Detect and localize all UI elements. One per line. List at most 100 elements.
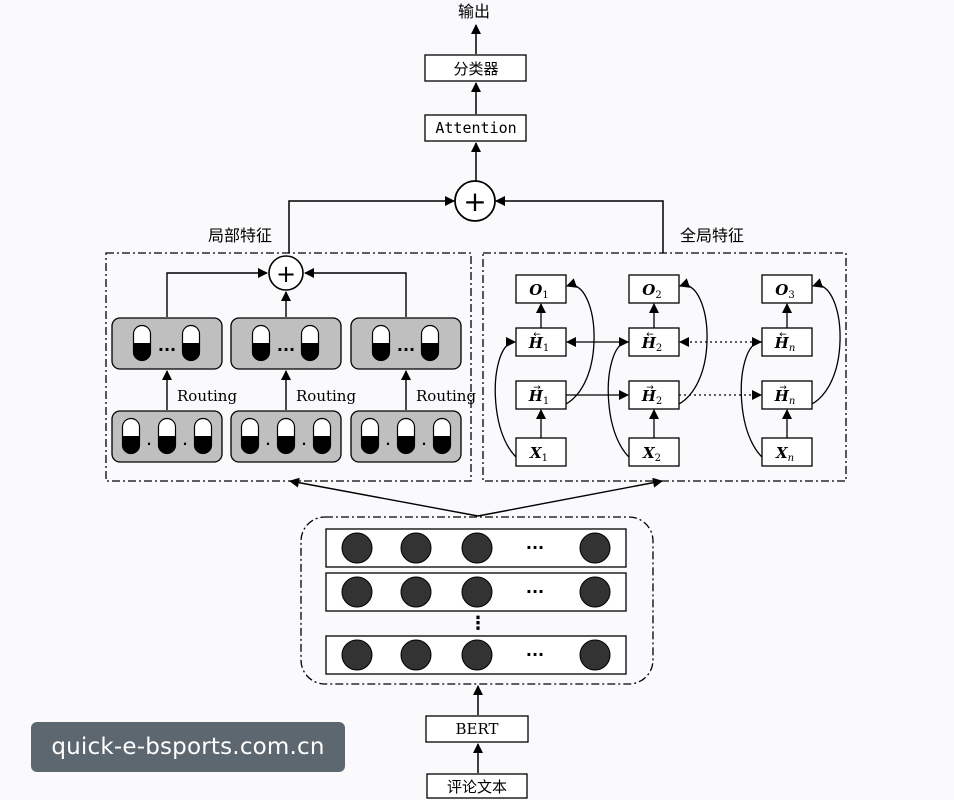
direction-arrow-glyph: → xyxy=(779,383,787,393)
capsule-ellipsis: · xyxy=(302,437,307,451)
token-embedding-dot xyxy=(400,639,432,671)
capsule-icon xyxy=(132,324,152,362)
inputs-node: X2 xyxy=(628,437,680,467)
direction-arrow-glyph: ← xyxy=(779,330,787,340)
token-embedding-dot xyxy=(461,576,493,608)
bert-label: BERT xyxy=(455,720,498,738)
arrow-embedding-to-global xyxy=(477,477,663,517)
watermark-banner: quick-e-bsports.com.cn xyxy=(31,722,345,772)
output-label: 输出 xyxy=(458,2,490,21)
arrow-forward-to-output xyxy=(794,278,841,410)
attention-label: Attention xyxy=(435,119,516,137)
classifier-label: 分类器 xyxy=(453,60,498,78)
capsule-icon xyxy=(121,417,141,455)
capsule-icon xyxy=(157,417,177,455)
forward-node: H2→ xyxy=(628,380,680,410)
primary-capsule-layer: ··· xyxy=(350,317,462,370)
global-features-label: 全局特征 xyxy=(680,226,744,245)
capsule-icon xyxy=(181,324,201,362)
attention-box: Attention xyxy=(424,114,527,142)
token-embedding-dot xyxy=(461,639,493,671)
token-embedding-dot xyxy=(579,576,611,608)
token-embedding-dot xyxy=(579,532,611,564)
capsule-ellipsis: · xyxy=(183,437,188,451)
routing-label: Routing xyxy=(177,387,237,405)
direction-arrow-glyph: → xyxy=(646,383,654,393)
input-text-label: 评论文本 xyxy=(447,778,507,796)
embedding-ellipsis: ··· xyxy=(526,538,544,557)
routing-label: Routing xyxy=(296,387,356,405)
routing-label: Routing xyxy=(416,387,476,405)
capsule-ellipsis: ··· xyxy=(397,340,415,359)
capsule-ellipsis: ··· xyxy=(158,340,176,359)
token-embedding-dot xyxy=(461,532,493,564)
main-plus-symbol: + xyxy=(463,185,486,218)
capsule-icon xyxy=(251,324,271,362)
capsule-groups: ···Routing·····Routing·····Routing·· xyxy=(111,317,476,463)
embedding-panel xyxy=(300,516,654,685)
arrow-embedding-to-local xyxy=(289,477,479,517)
classifier-box: 分类器 xyxy=(424,54,527,82)
lower-capsule-layer: ·· xyxy=(350,410,462,463)
lower-capsule-layer: ·· xyxy=(111,410,223,463)
embedding-vertical-dots: ⋮ xyxy=(469,613,487,634)
capsule-column: ···Routing·· xyxy=(230,317,356,463)
embedding-ellipsis: ··· xyxy=(526,645,544,664)
forward-node: H1→ xyxy=(515,380,567,410)
token-embedding-dot xyxy=(579,639,611,671)
lower-capsule-layer: ·· xyxy=(230,410,342,463)
token-embedding-dot xyxy=(341,576,373,608)
embedding-rows: ··· ··· ··· xyxy=(325,528,627,675)
capsule-icon xyxy=(300,324,320,362)
token-embedding-dot xyxy=(341,639,373,671)
capsule-column: ···Routing·· xyxy=(350,317,476,463)
direction-arrow-glyph: ← xyxy=(646,330,654,340)
token-embedding-dot xyxy=(400,576,432,608)
arrow-capsule1-to-concat xyxy=(166,268,268,317)
capsule-plus-symbol: + xyxy=(276,260,296,288)
outputs-node: O3 xyxy=(761,274,813,304)
input-text-box: 评论文本 xyxy=(426,773,528,799)
direction-arrow-glyph: ← xyxy=(533,330,541,340)
global-features-panel xyxy=(482,252,847,482)
capsule-icon xyxy=(371,324,391,362)
token-embedding-dot xyxy=(400,532,432,564)
capsule-icon xyxy=(276,417,296,455)
arrow-global-to-concat xyxy=(495,196,664,253)
backward-node: Hn← xyxy=(761,327,813,357)
capsule-ellipsis: ··· xyxy=(277,340,295,359)
primary-capsule-layer: ··· xyxy=(230,317,342,370)
local-features-panel xyxy=(105,252,472,482)
capsule-column: ··· Routing ·· xyxy=(111,317,237,463)
capsule-icon xyxy=(420,324,440,362)
capsule-icon xyxy=(432,417,452,455)
capsule-icon xyxy=(240,417,260,455)
backward-node: H1← xyxy=(515,327,567,357)
capsule-icon xyxy=(193,417,213,455)
embedding-row: ··· xyxy=(325,572,627,612)
direction-arrow-glyph: → xyxy=(533,383,541,393)
embedding-row: ··· xyxy=(325,528,627,568)
embedding-ellipsis: ··· xyxy=(526,582,544,601)
capsule-ellipsis: · xyxy=(422,437,427,451)
backward-node: H2← xyxy=(628,327,680,357)
capsule-ellipsis: · xyxy=(386,437,391,451)
token-embedding-dot xyxy=(341,532,373,564)
capsule-concat-node: + xyxy=(268,255,304,291)
inputs-node: X1 xyxy=(515,437,567,467)
bert-box: BERT xyxy=(425,715,529,743)
capsule-icon xyxy=(396,417,416,455)
primary-capsule-layer: ··· xyxy=(111,317,223,370)
outputs-node: O1 xyxy=(515,274,567,304)
inputs-node: Xn xyxy=(761,437,813,467)
arrow-local-to-concat xyxy=(288,196,455,253)
arrow-capsule3-to-concat xyxy=(304,268,407,317)
embedding-row: ··· xyxy=(325,635,627,675)
main-concat-node: + xyxy=(454,180,496,222)
capsule-ellipsis: · xyxy=(266,437,271,451)
outputs-node: O2 xyxy=(628,274,680,304)
capsule-icon xyxy=(360,417,380,455)
capsule-icon xyxy=(312,417,332,455)
